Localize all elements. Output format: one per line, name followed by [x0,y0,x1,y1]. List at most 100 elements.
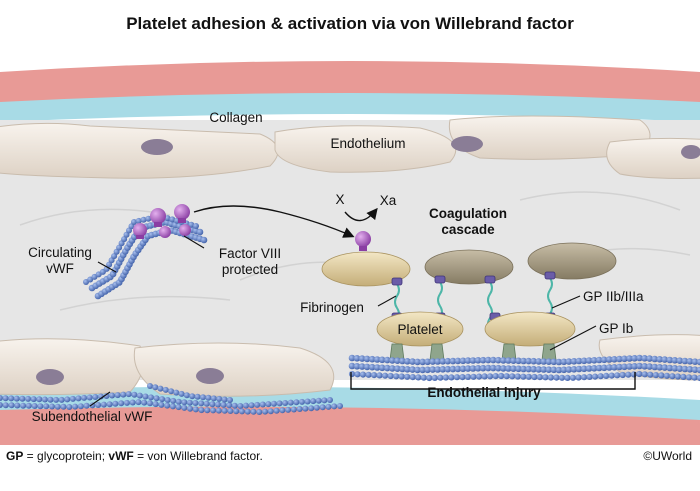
vwf-bead [454,365,462,373]
vwf-bead [215,407,222,414]
footnote: GP = glycoprotein; vWF = von Willebrand … [6,449,263,463]
vwf-bead [25,395,32,402]
vwf-bead [479,356,487,364]
vwf-bead [515,357,522,365]
vwf-bead [459,365,467,373]
vwf-bead [558,374,566,381]
vwf-bead [444,365,452,373]
vwf-bead [227,397,233,403]
vwf-bead [586,373,593,380]
vwf-bead [221,407,228,414]
vwf-bead [565,358,573,365]
label-coagulation-1: Coagulation [429,206,507,221]
vwf-bead [210,395,217,402]
vwf-bead [267,408,274,415]
vwf-bead [114,392,121,399]
vwf-bead [590,365,598,372]
vwf-bead [162,386,169,393]
vwf-bead [575,357,583,365]
vwf-bead [414,366,421,374]
vwf-bead [237,403,244,409]
vwf-bead [49,403,55,410]
vwf-bead [210,407,217,414]
vwf-bead [75,395,82,402]
vwf-bead [449,365,457,373]
vwf-bead [233,408,240,415]
vwf-bead [448,374,455,381]
label-xa: Xa [380,193,397,208]
vwf-bead [204,407,211,414]
vwf-bead [365,371,372,378]
vwf-bead [394,357,401,365]
vwf-bead [13,395,20,402]
vwf-bead [136,392,143,399]
vwf-bead [319,404,326,411]
vwf-bead [58,396,65,403]
vwf-bead [614,372,621,379]
vwf-bead [661,356,668,363]
injury-vwf-bed [348,354,700,382]
vwf-bead [498,372,505,380]
vwf-bead [353,355,361,362]
vwf-bead [489,356,497,364]
vwf-bead [129,399,136,406]
vwf-bead [118,400,125,407]
vwf-bead [442,374,449,381]
vwf-bead [141,399,148,406]
vwf-bead [147,400,153,407]
vwf-bead [53,396,60,403]
vwf-bead [509,373,516,380]
vwf-bead [553,374,560,381]
vwf-bead [631,363,638,370]
vwf-bead [192,406,199,413]
vwf-bead [560,366,568,374]
vwf-bead [354,371,361,378]
vwf-bead [570,366,578,373]
vwf-bead [495,356,502,364]
endothelial-cells-top [0,115,700,179]
vwf-bead [8,395,15,402]
vwf-bead [363,355,371,363]
vwf-bead [569,374,577,381]
vwf-bead [625,371,632,378]
vwf-bead [106,401,113,408]
factor-viii [159,226,171,238]
vwf-bead [484,364,492,372]
vwf-bead [188,221,195,228]
vwf-bead [8,402,15,409]
label-gp-iib-iiia: GP IIb/IIIa [583,289,644,304]
vwf-bead [404,373,411,380]
vwf-bead [674,373,682,380]
vwf-bead [169,403,176,410]
vwf-bead [575,374,582,381]
vwf-bead [153,395,160,402]
vwf-bead [595,356,603,364]
vwf-bead [600,356,608,364]
vwf-bead [439,358,447,365]
vwf-bead [470,373,477,380]
vwf-bead [545,358,553,366]
vwf-bead [373,356,381,363]
vwf-bead [72,403,79,410]
vwf-bead [565,366,573,373]
vwf-bead [348,354,356,362]
vwf-bead [630,371,637,378]
vwf-bead [681,357,689,365]
vwf-bead [203,400,210,407]
vwf-bead [20,402,27,409]
endothelial-cell [0,338,144,396]
vwf-bead [265,401,272,408]
vwf-bead [209,401,216,408]
vwf-bead [54,403,61,410]
vwf-bead [103,393,110,399]
vwf-bead [254,401,261,408]
vwf-bead [159,396,166,403]
vwf-bead [66,404,73,410]
vwf-bead [464,365,472,372]
vwf-bead [595,364,603,372]
vwf-bead [520,365,527,373]
vwf-bead [302,405,309,412]
vwf-bead [581,374,588,381]
platelet [376,311,464,347]
vwf-bead [652,372,660,379]
